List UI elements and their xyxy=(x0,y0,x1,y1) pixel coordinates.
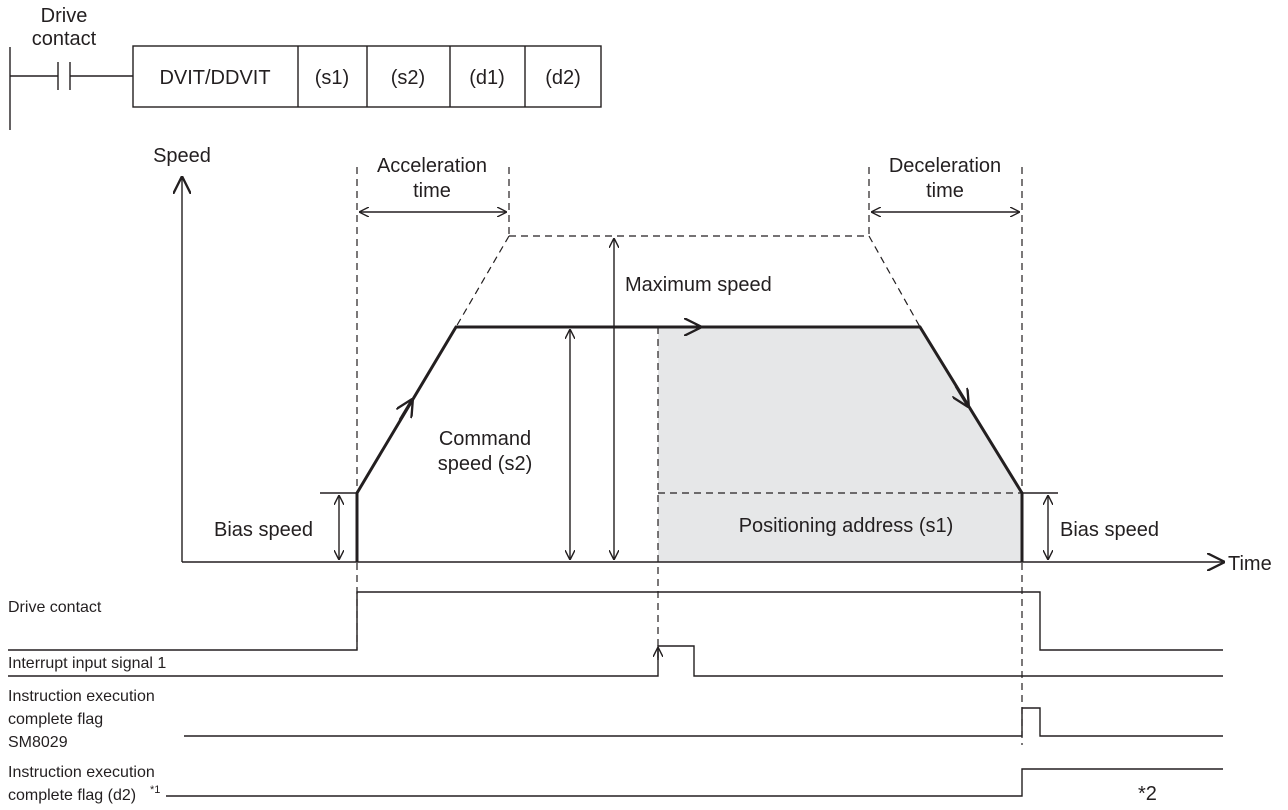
sm8029-label-3: SM8029 xyxy=(8,734,68,751)
ladder-rung: Drive contact DVIT/DDVIT (s1) (s2) (d1) … xyxy=(9,5,602,130)
accel-label-2: time xyxy=(413,180,451,202)
max-speed-label: Maximum speed xyxy=(625,274,772,296)
footnote-2: *2 xyxy=(1138,783,1157,805)
max-accel-slope xyxy=(455,235,510,328)
drive-contact-label-1: Drive xyxy=(41,5,88,27)
d2-label-1: Instruction execution xyxy=(8,764,155,781)
speed-axis-label: Speed xyxy=(153,145,211,167)
drive-contact-signal-label: Drive contact xyxy=(8,599,102,616)
d2-waveform xyxy=(166,768,1223,797)
command-speed-label-2: speed (s2) xyxy=(438,453,533,475)
interrupt-waveform xyxy=(8,645,1223,677)
sm8029-waveform xyxy=(184,707,1223,737)
operand-d1: (d1) xyxy=(469,67,505,89)
d2-label-2: complete flag (d2) xyxy=(8,787,136,804)
profile-arrow-decel xyxy=(956,385,968,406)
sm8029-label-1: Instruction execution xyxy=(8,688,155,705)
drive-contact-label-2: contact xyxy=(32,28,97,50)
operand-d2: (d2) xyxy=(545,67,581,89)
max-decel-slope xyxy=(868,235,921,328)
positioning-shaded-area xyxy=(658,327,1022,562)
time-axis-label: Time xyxy=(1228,553,1272,575)
bias-speed-left-label: Bias speed xyxy=(214,519,313,541)
operand-s1: (s1) xyxy=(315,67,349,89)
bias-speed-right-label: Bias speed xyxy=(1060,519,1159,541)
interrupt-signal-label: Interrupt input signal 1 xyxy=(8,655,166,672)
profile-arrow-accel xyxy=(400,400,412,421)
accel-label-1: Acceleration xyxy=(377,155,487,177)
drive-contact-waveform xyxy=(8,591,1223,651)
instruction-name: DVIT/DDVIT xyxy=(159,67,270,89)
command-speed-label-1: Command xyxy=(439,428,531,450)
d2-footnote-1: *1 xyxy=(150,784,160,796)
positioning-address-label: Positioning address (s1) xyxy=(739,515,954,537)
sm8029-label-2: complete flag xyxy=(8,711,103,728)
decel-label-1: Deceleration xyxy=(889,155,1001,177)
operand-s2: (s2) xyxy=(391,67,425,89)
decel-label-2: time xyxy=(926,180,964,202)
